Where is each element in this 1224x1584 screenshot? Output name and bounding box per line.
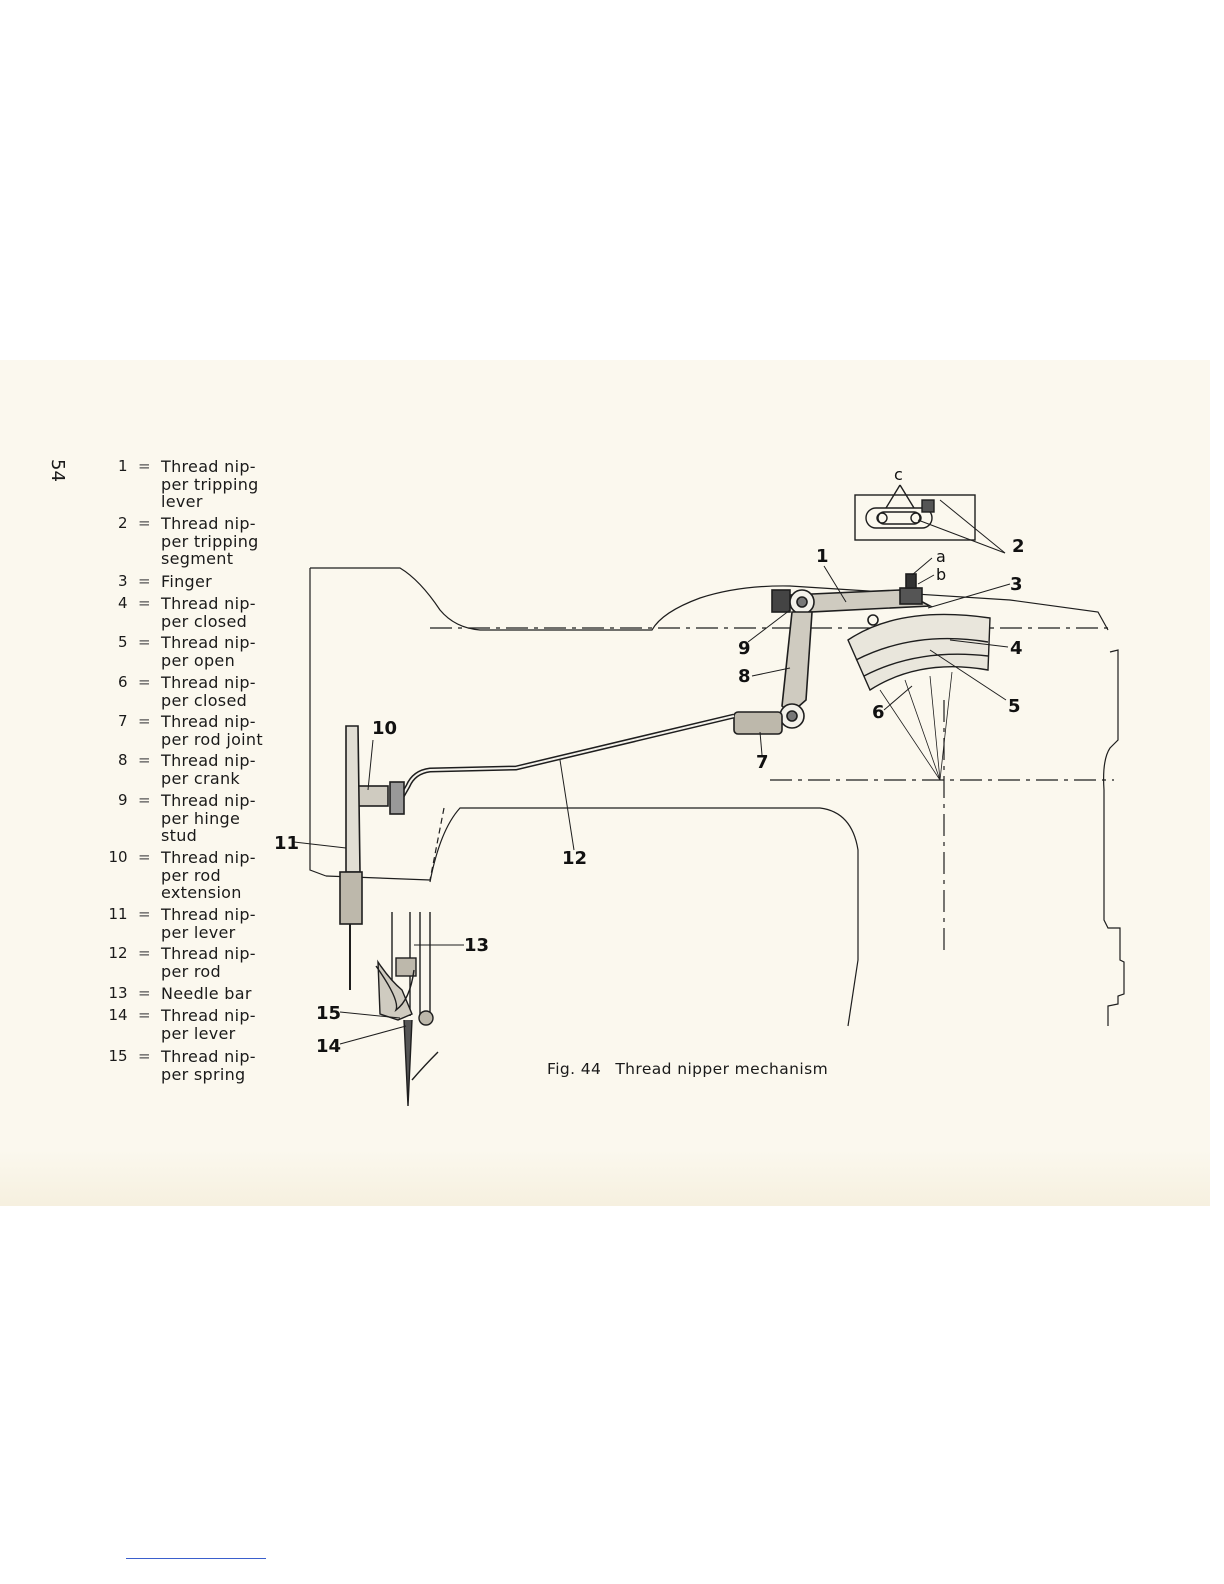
legend-number: 9 (118, 791, 128, 809)
legend-number: 1 (118, 457, 128, 475)
nipper-linkage (339, 573, 933, 990)
callout-11: 11 (274, 833, 299, 854)
legend-equals: = (138, 984, 151, 1002)
legend-equals: = (138, 457, 151, 475)
legend-equals: = (138, 1047, 151, 1065)
legend-equals: = (138, 633, 151, 651)
legend-number: 13 (108, 984, 128, 1002)
legend-item: 2 = Thread nip- per tripping segment (104, 514, 279, 569)
legend-equals: = (138, 791, 151, 809)
legend-item: 7 = Thread nip- per rod joint (104, 712, 279, 749)
legend-label: Needle bar (161, 984, 252, 1003)
legend-item: 10 = Thread nip- per rod extension (104, 848, 279, 903)
scan-edge-shading (0, 1150, 1210, 1206)
legend-item: 15 = Thread nip- per spring (104, 1047, 279, 1084)
scanned-page-area (0, 360, 1210, 1206)
callout-10: 10 (372, 718, 397, 739)
legend-number: 12 (108, 944, 128, 962)
callout-8: 8 (738, 666, 751, 687)
callout-9: 9 (738, 638, 751, 659)
legend-item: 5 = Thread nip- per open (104, 633, 279, 670)
needle-bar-assembly (375, 912, 439, 1107)
figure-title: Thread nipper mechanism (615, 1060, 829, 1078)
legend-item: 14 = Thread nip- per lever (104, 1006, 279, 1043)
legend-label: Thread nip- per rod extension (161, 848, 256, 903)
callout-15: 15 (316, 1003, 341, 1024)
legend-equals: = (138, 572, 151, 590)
legend-number: 2 (118, 514, 128, 532)
tripping-segment (847, 613, 991, 781)
legend-equals: = (138, 848, 151, 866)
legend-label: Thread nip- per hinge stud (161, 791, 256, 846)
legend-number: 5 (118, 633, 128, 651)
legend-equals: = (138, 905, 151, 923)
legend-equals: = (138, 1006, 151, 1024)
legend-label: Thread nip- per closed (161, 594, 256, 631)
legend-item: 4 = Thread nip- per closed (104, 594, 279, 631)
legend-label: Thread nip- per tripping lever (161, 457, 259, 512)
legend-item: 8 = Thread nip- per crank (104, 751, 279, 788)
legend-label: Thread nip- per rod joint (161, 712, 263, 749)
legend-number: 11 (108, 905, 128, 923)
legend-number: 4 (118, 594, 128, 612)
legend-number: 6 (118, 673, 128, 691)
figure-number: Fig. 44 (547, 1060, 602, 1078)
legend-equals: = (138, 751, 151, 769)
callout-1: 1 (816, 546, 829, 567)
callout-6: 6 (872, 702, 885, 723)
callout-leader-lines (293, 499, 1011, 1045)
callout-2: 2 (1012, 536, 1025, 557)
callout-13: 13 (464, 935, 489, 956)
legend-label: Finger (161, 572, 213, 591)
figure-caption: Fig. 44 Thread nipper mechanism (547, 1060, 828, 1078)
legend-item: 6 = Thread nip- per closed (104, 673, 279, 710)
legend-item: 13 = Needle bar (104, 984, 279, 1003)
callout-a: a (936, 547, 946, 566)
legend-number: 15 (108, 1047, 128, 1065)
legend-number: 14 (108, 1006, 128, 1024)
machine-outline (309, 567, 1125, 1027)
legend-equals: = (138, 673, 151, 691)
legend-label: Thread nip- per open (161, 633, 256, 670)
callout-5: 5 (1008, 696, 1021, 717)
legend-item: 3 = Finger (104, 572, 279, 591)
legend-label: Thread nip- per closed (161, 673, 256, 710)
inset-detail-c (854, 484, 976, 541)
legend-label: Thread nip- per crank (161, 751, 256, 788)
legend-label: Thread nip- per rod (161, 944, 256, 981)
legend-number: 7 (118, 712, 128, 730)
legend-item: 12 = Thread nip- per rod (104, 944, 279, 981)
legend-number: 8 (118, 751, 128, 769)
callout-7: 7 (756, 752, 769, 773)
callout-4: 4 (1010, 638, 1023, 659)
legend-item: 1 = Thread nip- per tripping lever (104, 457, 279, 512)
legend-item: 11 = Thread nip- per lever (104, 905, 279, 942)
callout-b: b (936, 565, 946, 584)
callout-c: c (894, 465, 903, 484)
legend-label: Thread nip- per lever (161, 905, 256, 942)
legend-equals: = (138, 944, 151, 962)
legend-number: 3 (118, 572, 128, 590)
legend-equals: = (138, 514, 151, 532)
legend-item: 9 = Thread nip- per hinge stud (104, 791, 279, 846)
callout-12: 12 (562, 848, 587, 869)
legend-number: 10 (108, 848, 128, 866)
legend-label: Thread nip- per spring (161, 1047, 256, 1084)
callout-labels: 1 2 3 4 5 6 7 8 9 10 11 12 13 14 15 a b … (274, 465, 1025, 1057)
callout-3: 3 (1010, 574, 1023, 595)
footer-rule (126, 1558, 266, 1559)
legend-label: Thread nip- per tripping segment (161, 514, 259, 569)
legend-equals: = (138, 594, 151, 612)
legend-equals: = (138, 712, 151, 730)
callout-14: 14 (316, 1036, 341, 1057)
legend-label: Thread nip- per lever (161, 1006, 256, 1043)
